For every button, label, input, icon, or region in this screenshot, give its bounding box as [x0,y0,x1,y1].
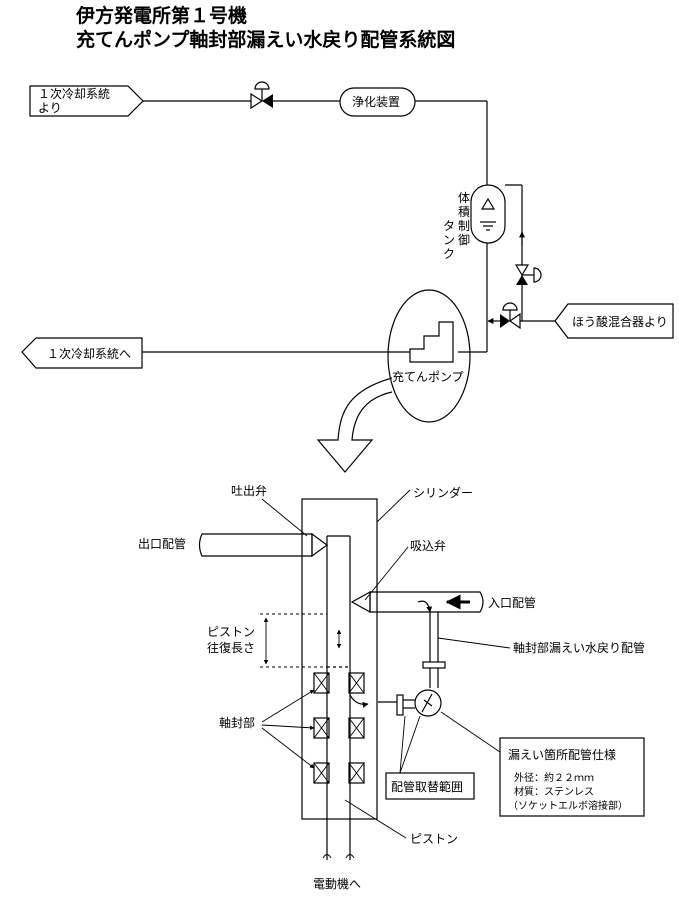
piston-stroke-label-1: ピストン [207,625,255,639]
leak-return-label: 軸封部漏えい水戻り配管 [513,640,645,655]
boric-valve-icon [500,302,521,330]
vct-char-0: 体 [458,191,470,205]
piston-label: ピストン [410,832,458,846]
cylinder [301,498,378,820]
vct-char-6: ク [443,247,455,261]
spec-box [499,737,645,817]
title-line2: 充てんポンプ軸封部漏えい水戻り配管系統図 [76,28,455,51]
boric-acid-label: ほう酸混合器より [572,314,668,329]
cylinder-label: シリンダー [413,485,473,500]
discharge-valve-label: 吐出弁 [231,483,267,498]
leak-flange-top [422,661,446,669]
piston-stroke-label-2: 往復長さ [207,640,255,655]
replacement-range-box [385,772,475,800]
replacement-range-label: 配管取替範囲 [391,779,463,794]
control-valve-icon [250,81,273,110]
inlet-from-primary-label-1: １次冷却系統 [38,87,110,101]
to-motor-label: 電動機へ [313,876,361,891]
inlet-from-primary-label-2: より [38,101,62,115]
charging-pump-circle [387,289,471,423]
vct-char-5: ン [443,233,455,247]
title-line1: 伊方発電所第１号機 [75,4,247,27]
leak-flange-side [396,694,404,716]
inlet-pipe-label: 入口配管 [488,595,536,610]
outlet-to-primary-label: １次冷却系統へ [47,347,131,361]
outlet-pipe-label: 出口配管 [138,536,186,551]
vct-tank [470,184,506,244]
vct-level-icon [480,197,496,210]
detail-callout-arrow [316,377,393,473]
vct-char-3: 御 [458,232,470,247]
inlet-from-primary-tag [29,85,144,117]
spec-od: 外径：約２２ｍｍ [514,771,594,784]
suction-valve-label: 吸込弁 [410,538,446,553]
boric-acid-tag [554,303,674,339]
spec-material: 材質：ステンレス [514,785,594,798]
charging-pump-label: 充てんポンプ [392,369,464,384]
purifier-box [339,87,416,117]
purifier-label: 浄化装置 [352,95,400,109]
outlet-pipe [198,533,313,557]
vct-char-2: 制 [458,219,470,233]
spec-joint: （ソケットエルボ溶接部） [508,799,628,812]
discharge-valve-icon [311,532,329,558]
suction-valve-icon [350,590,371,614]
outlet-to-primary-tag [21,337,143,369]
spec-title: 漏えい箇所配管仕様 [508,747,616,762]
inlet-pipe [369,591,484,613]
vct-char-4: タ [443,219,455,233]
shaft-seal-label: 軸封部 [219,715,255,730]
vct-char-1: 積 [458,204,470,219]
pump-stairs-icon [409,321,454,363]
shaft-seal-packings [313,672,365,784]
leak-elbow [414,689,442,717]
bypass-valve-icon [514,264,542,285]
